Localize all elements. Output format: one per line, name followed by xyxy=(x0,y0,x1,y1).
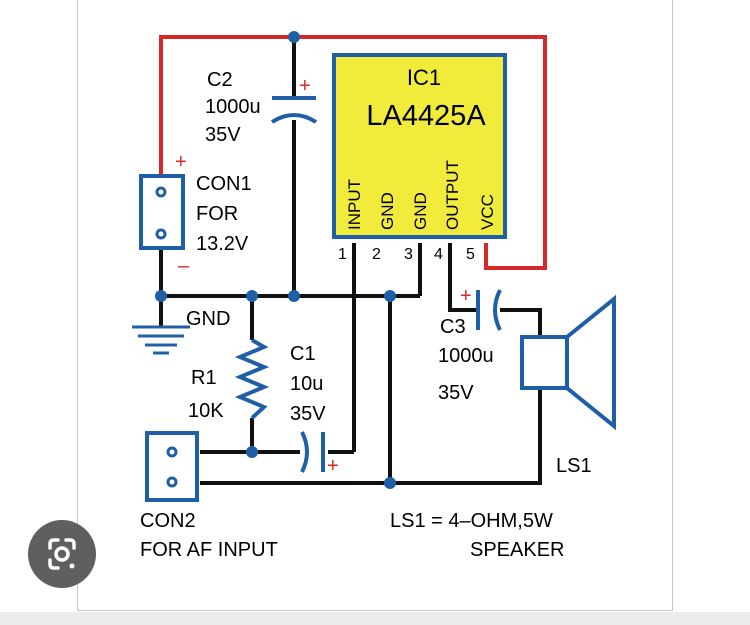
resistor-r1: R1 10K xyxy=(188,338,270,422)
speaker-magnet xyxy=(520,335,569,390)
c3-ref: C3 xyxy=(440,316,466,338)
ground-symbol xyxy=(132,325,190,355)
c2-voltage: 35V xyxy=(205,124,241,146)
speaker-cone xyxy=(565,294,616,431)
ls1-ref: LS1 xyxy=(556,455,592,477)
ic1-pin2-name: GND xyxy=(378,192,397,230)
connector-con2: CON2 FOR AF INPUT xyxy=(140,431,278,561)
junction-af-ground xyxy=(384,477,396,489)
c3-plate-curved xyxy=(493,289,502,331)
con2-body xyxy=(145,431,199,502)
c1-plate-curved xyxy=(300,431,309,473)
junction-r1-c1 xyxy=(246,446,258,458)
capacitor-c2: + C2 1000u 35V xyxy=(205,69,318,146)
junction-gnd-c2 xyxy=(288,290,300,302)
junction-gnd-r1 xyxy=(246,290,258,302)
junction-dots xyxy=(155,31,396,489)
ic1-pin1-number: 1 xyxy=(338,246,347,263)
google-lens-icon xyxy=(48,538,76,570)
ic1-pin5-number: 5 xyxy=(466,246,475,263)
junction-gnd-left xyxy=(155,290,167,302)
ic1-pin-numbers: 1 2 3 4 5 xyxy=(338,246,475,263)
junction-gnd-mid xyxy=(384,290,396,302)
c3-value: 1000u xyxy=(438,345,494,367)
junction-c2-top xyxy=(288,31,300,43)
c1-voltage: 35V xyxy=(290,403,326,425)
con2-terminal-1 xyxy=(166,446,178,458)
ic1-body xyxy=(332,53,507,239)
capacitor-c3: + C3 1000u 35V xyxy=(438,285,502,404)
c3-to-speaker-wire xyxy=(500,308,542,337)
output-wire xyxy=(448,243,477,312)
c3-plus-sign: + xyxy=(460,285,472,307)
c2-plate-curved xyxy=(270,113,318,124)
con1-desc-line1: FOR xyxy=(196,203,238,225)
ic1-part-number: LA4425A xyxy=(366,100,486,132)
ic1-pin3-number: 3 xyxy=(404,246,413,263)
c1-plus-sign: + xyxy=(327,455,339,477)
speaker-spec-line2: SPEAKER xyxy=(470,539,564,561)
c2-plus-sign: + xyxy=(299,75,311,97)
supply-wire-top xyxy=(159,35,547,270)
r1-ref: R1 xyxy=(191,367,217,389)
con1-desc-line2: 13.2V xyxy=(196,233,249,255)
ic1-ref: IC1 xyxy=(407,65,441,90)
ic1-pin1-name: INPUT xyxy=(345,179,364,230)
speaker-ls1 xyxy=(520,294,616,431)
supply-wires xyxy=(159,35,547,270)
r1-value: 10K xyxy=(188,400,224,422)
ic1-pin2-number: 2 xyxy=(372,246,381,263)
bottom-strip xyxy=(0,612,750,625)
c1-ref: C1 xyxy=(290,343,316,365)
con1-minus-sign: – xyxy=(178,255,190,277)
ic1-pin5-name: VCC xyxy=(478,194,497,230)
capacitor-c1: + C1 10u 35V xyxy=(290,343,339,477)
c1-value: 10u xyxy=(290,373,323,395)
con1-ref: CON1 xyxy=(196,173,252,195)
c3-voltage: 35V xyxy=(438,382,474,404)
con1-terminal-1 xyxy=(155,186,167,198)
r1-zigzag xyxy=(234,338,270,420)
ic1-pin4-name: OUTPUT xyxy=(443,160,462,230)
gnd-label: GND xyxy=(186,308,230,330)
ic1: IC1 LA4425A INPUT GND GND OUTPUT VCC 1 2… xyxy=(332,53,507,263)
speaker-return-wire xyxy=(390,388,542,485)
ic1-pin4-number: 4 xyxy=(434,246,443,263)
con1-plus-sign: + xyxy=(175,151,187,173)
c2-value: 1000u xyxy=(205,96,261,118)
connector-con1: + – CON1 FOR 13.2V xyxy=(139,151,252,277)
lens-search-button[interactable] xyxy=(28,520,96,588)
con2-terminal-2 xyxy=(166,476,178,488)
ic1-pin3-name: GND xyxy=(411,192,430,230)
ic1-pin-labels: INPUT GND GND OUTPUT VCC xyxy=(345,160,497,230)
c2-ref: C2 xyxy=(207,69,233,91)
con2-desc: FOR AF INPUT xyxy=(140,539,278,561)
speaker-spec-line1: LS1 = 4–OHM,5W xyxy=(390,510,553,532)
con2-ref: CON2 xyxy=(140,510,196,532)
con1-terminal-2 xyxy=(155,228,167,240)
